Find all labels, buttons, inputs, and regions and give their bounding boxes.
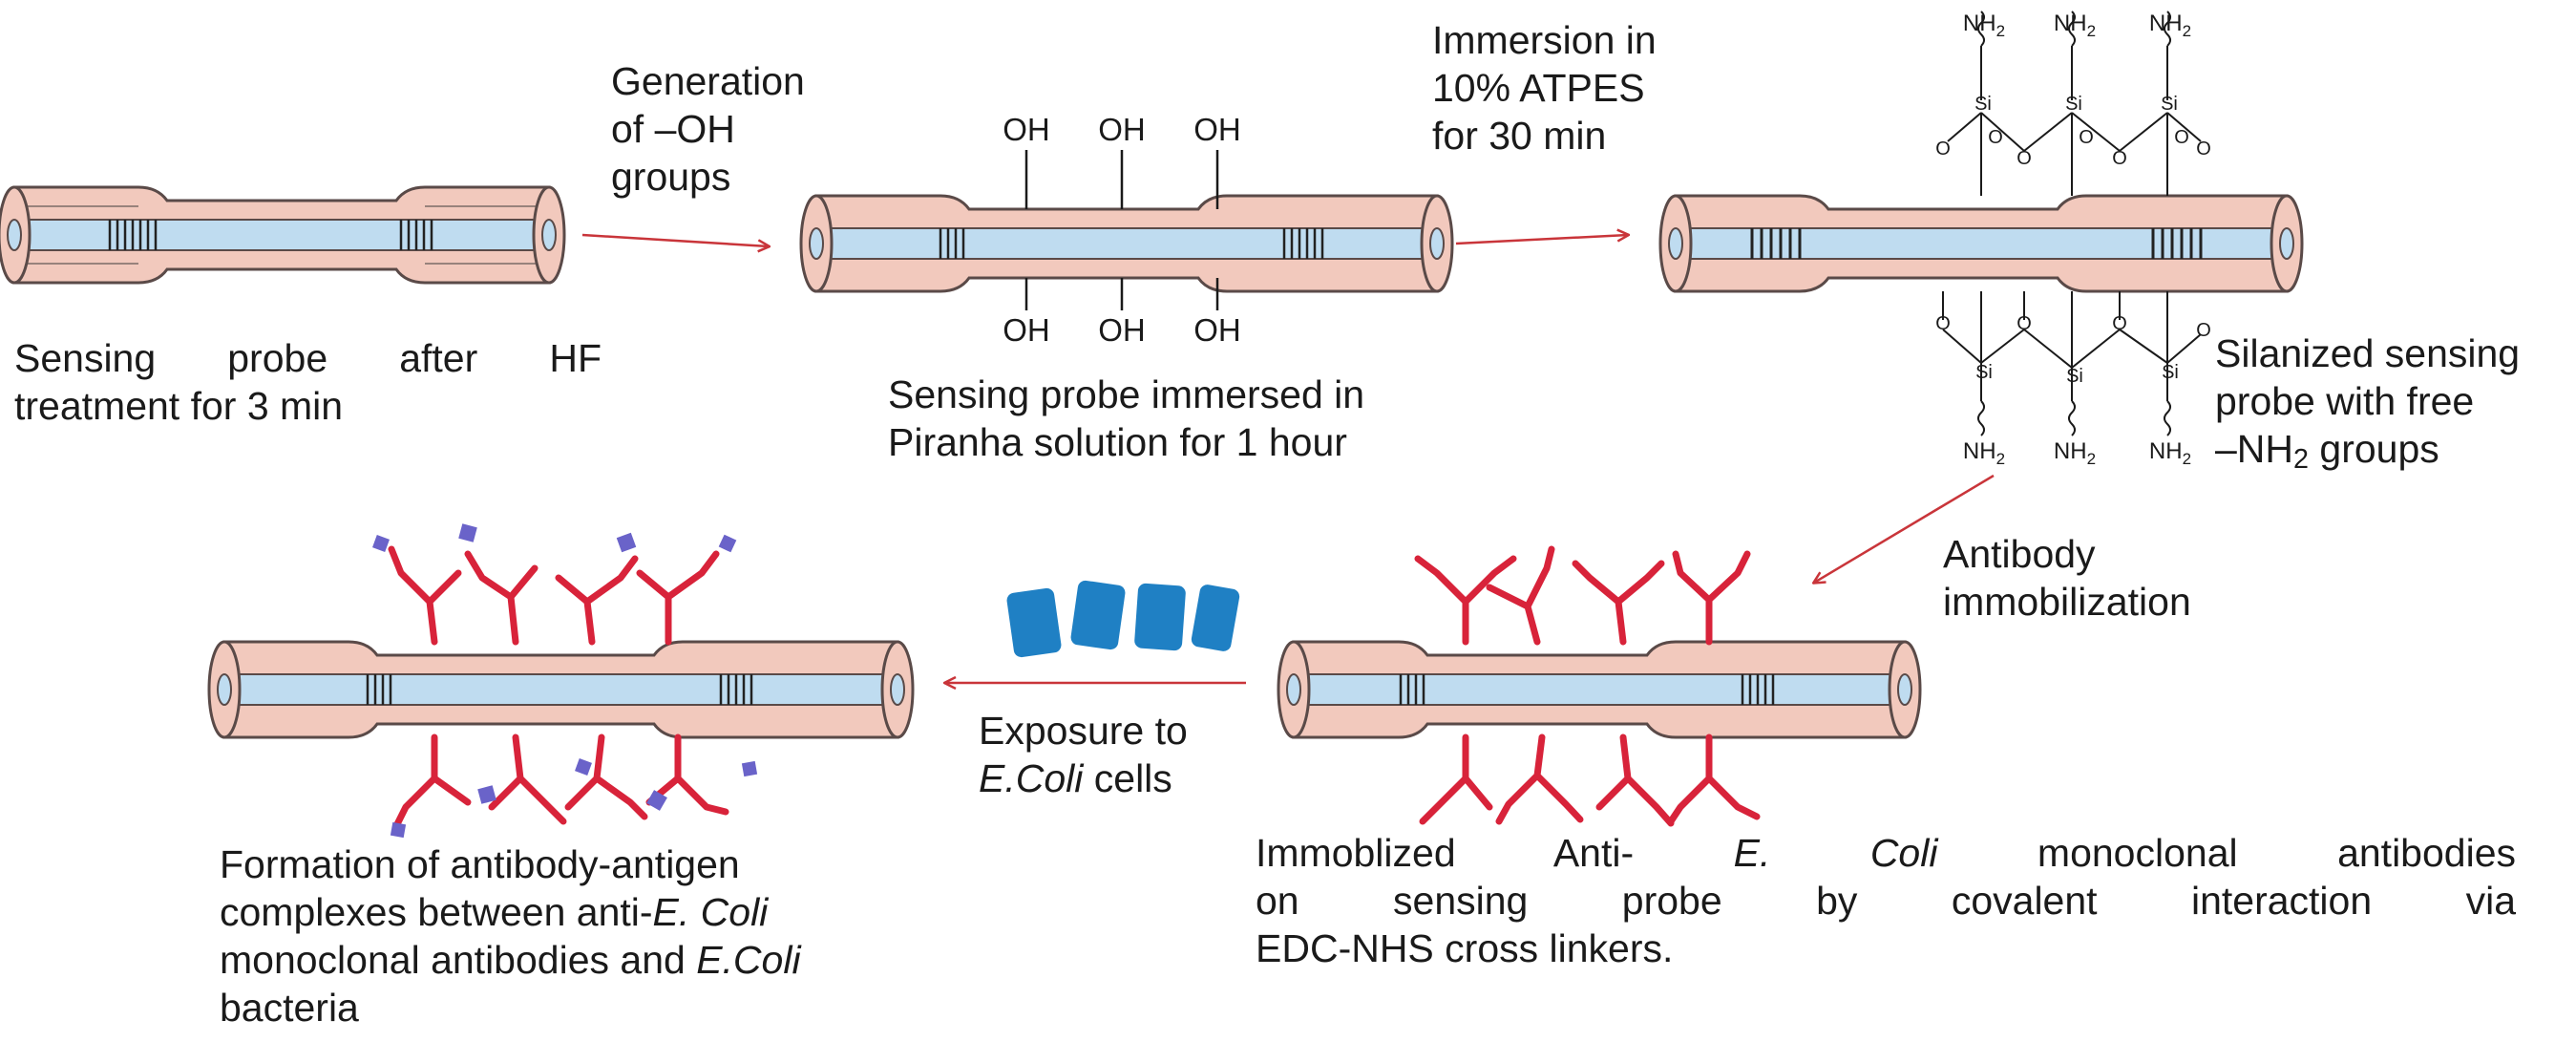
ecoli-cell-icon xyxy=(1134,583,1186,651)
antibody-y-shape-icon xyxy=(1414,555,1517,646)
o-top-5: O xyxy=(1988,127,2003,148)
antibody-y-shape-icon xyxy=(1672,550,1751,646)
antibody-layer-step4 xyxy=(1414,545,1761,827)
antigen-square-icon xyxy=(718,534,737,553)
ecoli-cells xyxy=(1006,580,1240,658)
si-bottom-3: Si xyxy=(2162,362,2179,383)
antibody-y-shape-icon xyxy=(1595,733,1675,827)
oh-group-bottom-2: OH xyxy=(1098,312,1146,348)
antigen-square-icon xyxy=(616,532,637,553)
arrow-step2-to-step3 xyxy=(1455,235,1628,245)
antibody-y-shape-icon xyxy=(488,733,567,825)
o-bottom-2: O xyxy=(2016,313,2032,334)
step2-caption: Sensing probe immersed in Piranha soluti… xyxy=(888,372,1365,464)
antigen-layer-step5 xyxy=(372,523,758,839)
si-bottom-1: Si xyxy=(1975,362,1993,383)
o-top-2: O xyxy=(2016,148,2032,169)
arrow4-label: Exposure to E.Coli cells xyxy=(979,709,1188,800)
step5-caption: Formation of antibody-antigen complexes … xyxy=(220,842,801,1030)
antibody-y-shape-icon xyxy=(1667,733,1761,825)
nh2-bottom-3: NH2 xyxy=(2149,438,2191,468)
o-bottom-3: O xyxy=(2112,313,2127,334)
arrow-step3-to-step4 xyxy=(1814,474,1995,583)
si-top-2: Si xyxy=(2065,94,2082,115)
oh-group-bottom-1: OH xyxy=(1003,312,1050,348)
si-top-3: Si xyxy=(2161,94,2178,115)
oh-group-top-3: OH xyxy=(1193,112,1241,147)
antibody-y-shape-icon xyxy=(1486,545,1555,646)
o-top-3: O xyxy=(2112,148,2127,169)
antibody-y-shape-icon xyxy=(555,555,639,646)
arrow-step1-to-step2 xyxy=(581,233,769,246)
silane-network-top-icon xyxy=(1947,11,2202,196)
step4-caption: Immoblized Anti- E. Coli monoclonal anti… xyxy=(1256,831,2516,970)
antigen-square-icon xyxy=(458,523,477,542)
nh2-bottom-1: NH2 xyxy=(1963,438,2005,468)
step1-caption: Sensing probe after HF treatment for 3 m… xyxy=(14,336,602,428)
antibody-y-shape-icon xyxy=(392,733,472,830)
antigen-square-icon xyxy=(477,785,496,804)
antigen-square-icon xyxy=(372,535,390,552)
antigen-square-icon xyxy=(390,821,407,839)
probe-step5 xyxy=(207,640,915,739)
ecoli-cell-icon xyxy=(1191,585,1240,651)
antibody-y-shape-icon xyxy=(464,550,538,646)
oh-group-top-2: OH xyxy=(1098,112,1146,147)
ecoli-cell-icon xyxy=(1006,587,1062,658)
nh2-top-3: NH2 xyxy=(2149,11,2191,40)
nh2-top-2: NH2 xyxy=(2054,11,2096,40)
antibody-y-shape-icon xyxy=(636,550,720,646)
o-top-7: O xyxy=(2174,127,2189,148)
ecoli-cell-icon xyxy=(1070,580,1126,650)
antigen-square-icon xyxy=(741,760,758,777)
o-bottom-1: O xyxy=(1935,313,1951,334)
nh2-bottom-2: NH2 xyxy=(2054,438,2096,468)
o-top-6: O xyxy=(2079,127,2094,148)
antigen-square-icon xyxy=(575,758,592,776)
antibody-y-shape-icon xyxy=(1572,560,1665,646)
antibody-y-shape-icon xyxy=(388,545,462,646)
antibody-y-shape-icon xyxy=(564,733,648,820)
probe-step2: OH OH OH OH OH OH xyxy=(799,112,1454,348)
probe-step3 xyxy=(1658,194,2304,293)
silane-network-bottom-icon xyxy=(1942,291,2202,436)
probe-step4 xyxy=(1277,640,1922,739)
si-top-1: Si xyxy=(1974,94,1992,115)
nh2-top-1: NH2 xyxy=(1963,11,2005,40)
si-bottom-2: Si xyxy=(2066,366,2083,387)
antibody-layer-step5 xyxy=(388,545,729,830)
antibody-y-shape-icon xyxy=(645,733,729,816)
probe-step1 xyxy=(0,185,566,285)
oh-group-top-1: OH xyxy=(1003,112,1050,147)
o-top-4: O xyxy=(2196,138,2211,159)
arrow1-label: Generation of –OH groups xyxy=(611,59,805,199)
antigen-square-icon xyxy=(646,790,667,811)
antibody-y-shape-icon xyxy=(1419,733,1493,825)
arrow3-label: Antibody immobilization xyxy=(1943,532,2191,624)
o-bottom-4: O xyxy=(2196,320,2211,341)
o-top-1: O xyxy=(1935,138,1951,159)
step3-caption: Silanized sensing probe with free –NH2 g… xyxy=(2215,331,2521,475)
oh-group-bottom-3: OH xyxy=(1193,312,1241,348)
antibody-y-shape-icon xyxy=(1495,733,1584,825)
arrow2-label: Immersion in 10% ATPES for 30 min xyxy=(1432,18,1657,158)
